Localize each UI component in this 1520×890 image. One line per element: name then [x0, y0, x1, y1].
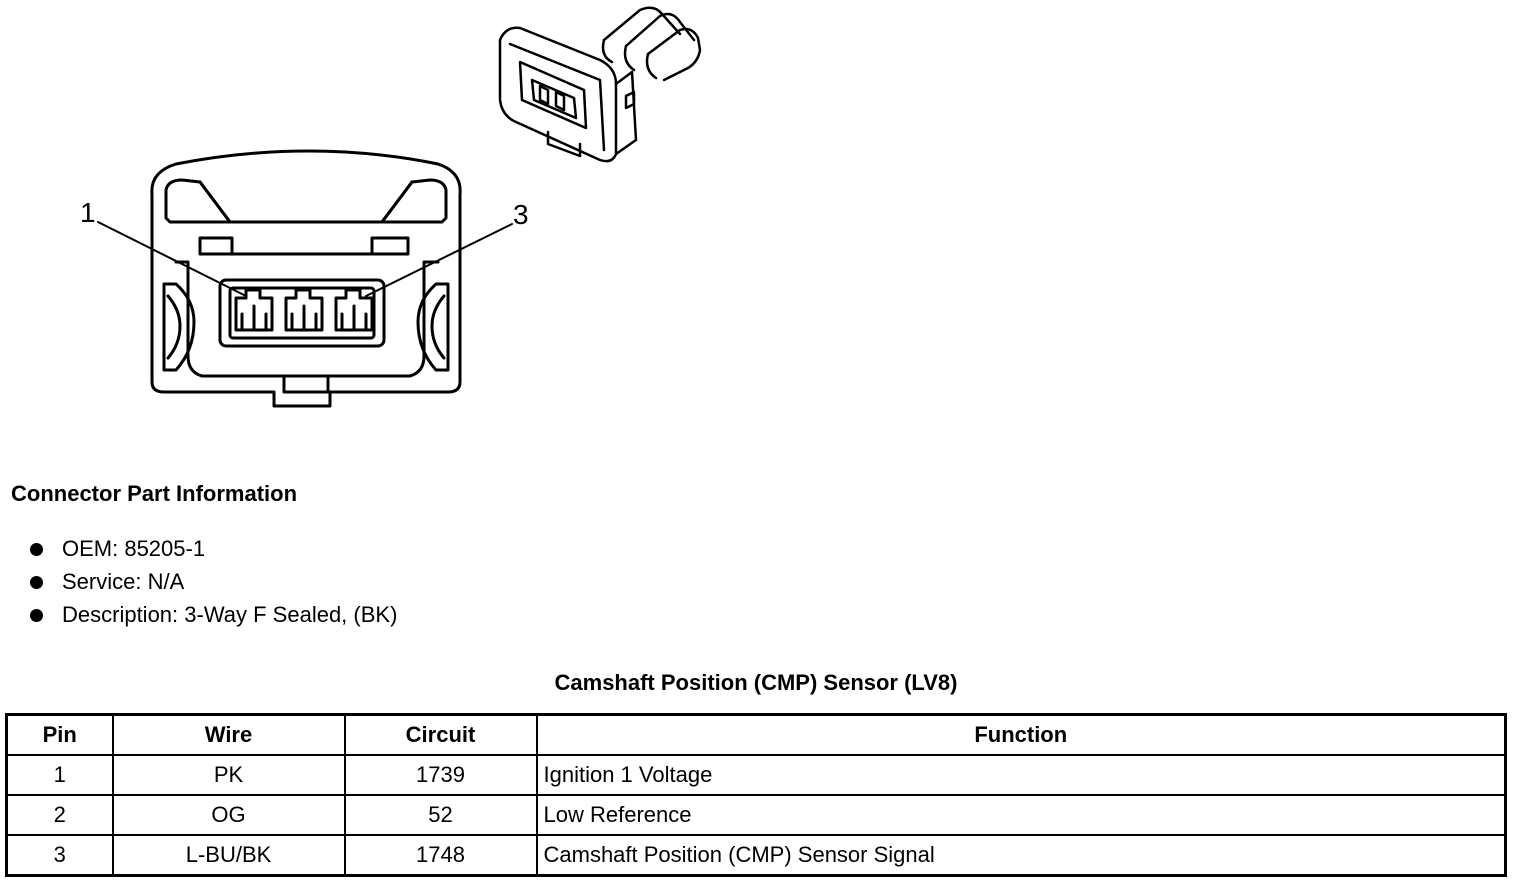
cell-pin: 3: [5, 834, 114, 877]
connector-info-heading: Connector Part Information: [11, 481, 298, 506]
connector-illustration: [97, 6, 702, 408]
cell-pin: 2: [5, 794, 114, 836]
cell-function: Ignition 1 Voltage: [535, 754, 1507, 796]
cell-wire: PK: [111, 754, 346, 796]
oem-part-number: OEM: 85205-1: [62, 536, 206, 561]
pin-callout-1: 1: [80, 197, 96, 228]
leader-line-pin-1: [97, 221, 247, 297]
column-header-circuit: Circuit: [343, 713, 538, 756]
connector-description: Description: 3-Way F Sealed, (BK): [62, 602, 398, 627]
connector-front-view: [150, 149, 462, 408]
terminal-3: [334, 288, 374, 332]
terminal-2: [284, 288, 324, 332]
column-header-function: Function: [535, 713, 1507, 756]
list-item: OEM: 85205-1: [27, 535, 397, 568]
connector-isometric-drawing: [498, 6, 702, 163]
terminal-1: [234, 288, 274, 332]
cell-function: Camshaft Position (CMP) Sensor Signal: [535, 834, 1507, 877]
list-item: Description: 3-Way F Sealed, (BK): [27, 601, 397, 634]
table-row: 1 PK 1739 Ignition 1 Voltage: [5, 754, 1507, 796]
table-header-row: Pin Wire Circuit Function: [5, 713, 1507, 756]
column-header-wire: Wire: [111, 713, 346, 756]
cell-circuit: 52: [343, 794, 538, 836]
table-row: 2 OG 52 Low Reference: [5, 794, 1507, 836]
cell-circuit: 1739: [343, 754, 538, 796]
pinout-table-title: Camshaft Position (CMP) Sensor (LV8): [554, 670, 958, 695]
connector-info-list: OEM: 85205-1 Service: N/A Description: 3…: [27, 535, 397, 634]
leader-line-pin-3: [365, 223, 513, 297]
cell-wire: L-BU/BK: [111, 834, 346, 877]
cell-wire: OG: [111, 794, 346, 836]
bullet-icon: [30, 609, 43, 622]
bullet-icon: [30, 543, 43, 556]
bullet-icon: [30, 576, 43, 589]
list-item: Service: N/A: [27, 568, 397, 601]
cell-function: Low Reference: [535, 794, 1507, 836]
pin-callout-3: 3: [513, 199, 529, 230]
pinout-table: Pin Wire Circuit Function 1 PK 1739 Igni…: [5, 713, 1507, 877]
service-part-number: Service: N/A: [62, 569, 185, 594]
table-row: 3 L-BU/BK 1748 Camshaft Position (CMP) S…: [5, 834, 1507, 877]
connector-diagram: 1 3: [0, 0, 760, 420]
cell-pin: 1: [5, 754, 114, 796]
column-header-pin: Pin: [5, 713, 114, 756]
cell-circuit: 1748: [343, 834, 538, 877]
